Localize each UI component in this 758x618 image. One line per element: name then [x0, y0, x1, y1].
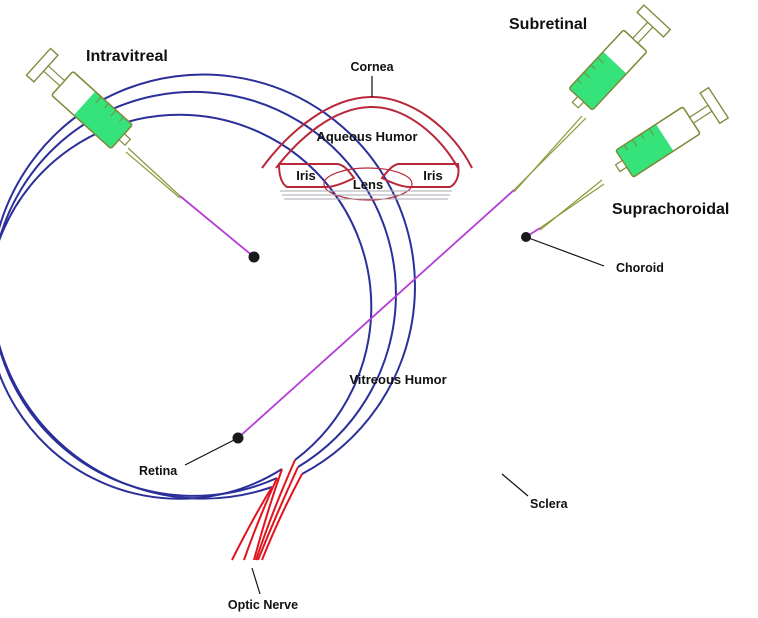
intravitreal-marker: [248, 251, 260, 263]
subretinal-label: Subretinal: [509, 16, 587, 33]
optic-nerve: [231, 459, 303, 561]
retina-label: Retina: [139, 464, 178, 478]
lens-shape: [323, 167, 413, 201]
retina-marker: [232, 432, 244, 444]
iris-right-shape: [380, 163, 460, 188]
retina-layer: [0, 113, 373, 500]
choroid-layer: [0, 90, 397, 497]
sclera-leader: [501, 473, 529, 497]
optic-nerve-leader: [251, 567, 261, 595]
suprachoroidal-label: Suprachoroidal: [612, 201, 729, 218]
lens-label: Lens: [353, 177, 383, 192]
ciliary-fibres: [280, 190, 452, 200]
vitreous-humor-label: Vitreous Humor: [349, 372, 446, 387]
aqueous-humor-label: Aqueous Humor: [316, 129, 417, 144]
choroid-marker: [521, 232, 531, 242]
cornea-inner: [275, 105, 459, 169]
choroid-label: Choroid: [616, 261, 664, 275]
sclera-layer: [0, 73, 416, 500]
retina-leader: [184, 437, 239, 466]
leader-lines: [184, 76, 605, 595]
syringe-icon: [614, 86, 730, 178]
intravitreal-label: Intravitreal: [86, 48, 168, 65]
iris-left-label: Iris: [296, 168, 316, 183]
cornea-outer: [261, 95, 473, 169]
sclera-label: Sclera: [530, 497, 569, 511]
iris-left-shape: [277, 163, 356, 188]
cornea-label: Cornea: [350, 60, 394, 74]
needles: [125, 115, 605, 231]
syringe-icon: [569, 4, 672, 111]
injection-paths: [179, 189, 541, 439]
choroid-leader: [525, 236, 605, 267]
anterior-segment: [261, 95, 473, 201]
subretinal-path: [237, 189, 515, 439]
intravitreal-path: [179, 195, 255, 258]
markers: [232, 232, 531, 444]
iris-right-label: Iris: [423, 168, 443, 183]
labels: Intravitreal Subretinal Suprachoroidal C…: [86, 16, 729, 612]
syringe-icon: [25, 47, 133, 149]
optic-nerve-label: Optic Nerve: [228, 598, 298, 612]
